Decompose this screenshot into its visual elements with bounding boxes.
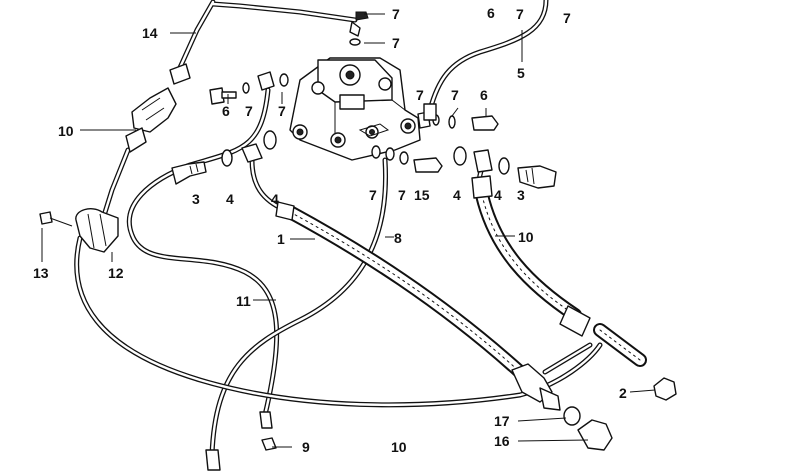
callout-4-left-a: 4	[226, 191, 234, 207]
washer-17	[563, 406, 581, 426]
callout-7-left-a: 7	[245, 103, 253, 119]
tube-nut-11	[205, 449, 221, 471]
callout-7-clip-b: 7	[392, 35, 400, 51]
flex-hose-10	[475, 188, 582, 322]
bolt-3-left	[171, 161, 207, 185]
callout-16: 16	[494, 433, 510, 449]
callout-5: 5	[517, 65, 525, 81]
callout-10-bottom: 10	[391, 439, 407, 455]
callout-8: 8	[394, 230, 402, 246]
callout-12: 12	[108, 265, 124, 281]
bolt-15	[413, 157, 443, 173]
bolt-13	[39, 211, 53, 225]
callout-7-top-a: 7	[516, 6, 524, 22]
callout-7-bottom-a: 7	[369, 187, 377, 203]
callout-3-left: 3	[192, 191, 200, 207]
callout-4-right-a: 4	[453, 187, 461, 203]
callout-7-top-b: 7	[563, 10, 571, 26]
callout-10-right: 10	[518, 229, 534, 245]
hose-1-fitting-top	[275, 201, 295, 221]
callout-4-left-b: 4	[271, 191, 279, 207]
callout-4-right-b: 4	[494, 187, 502, 203]
bolt-6-right	[471, 115, 499, 131]
hose-10-fitting-top	[471, 175, 493, 199]
nut-16	[577, 419, 613, 451]
callout-17: 17	[494, 413, 510, 429]
nut-2	[653, 377, 677, 401]
clip-top-2	[349, 38, 361, 46]
callout-10-left: 10	[58, 123, 74, 139]
callout-13: 13	[33, 265, 49, 281]
tube-nut-5	[423, 103, 437, 121]
callouts: 6 7 7 7 7 14 5 6 7 7 7 7 6 10 3 4 4 7 7 …	[33, 5, 627, 455]
callout-7-right-b: 7	[451, 87, 459, 103]
tube-nut-14	[169, 63, 191, 85]
callout-2: 2	[619, 385, 627, 401]
callout-11: 11	[236, 293, 251, 309]
callout-15: 15	[414, 187, 430, 203]
callout-6-left: 6	[222, 103, 230, 119]
hose-10-fitting-bottom	[559, 305, 591, 337]
callout-6-right: 6	[480, 87, 488, 103]
callout-14: 14	[142, 25, 158, 41]
bolt-3-right	[517, 165, 557, 189]
flex-hoses	[283, 188, 647, 379]
clip-top-1	[355, 11, 369, 21]
callout-7-left-b: 7	[278, 103, 286, 119]
callout-7-right-a: 7	[416, 87, 424, 103]
bolt-6-left	[209, 87, 225, 105]
callout-7-clip-a: 7	[392, 6, 400, 22]
callout-9: 9	[302, 439, 310, 455]
brake-valve-block	[289, 57, 421, 161]
callout-7-bottom-b: 7	[398, 187, 406, 203]
tube-nut-9	[259, 411, 273, 429]
callout-1: 1	[277, 231, 285, 247]
callout-6-top: 6	[487, 5, 495, 21]
callout-3-right: 3	[517, 187, 525, 203]
pipe-clip-12	[75, 208, 119, 253]
leader-lines	[41, 13, 656, 448]
union-fitting-left	[131, 87, 177, 133]
hardware	[39, 11, 677, 471]
